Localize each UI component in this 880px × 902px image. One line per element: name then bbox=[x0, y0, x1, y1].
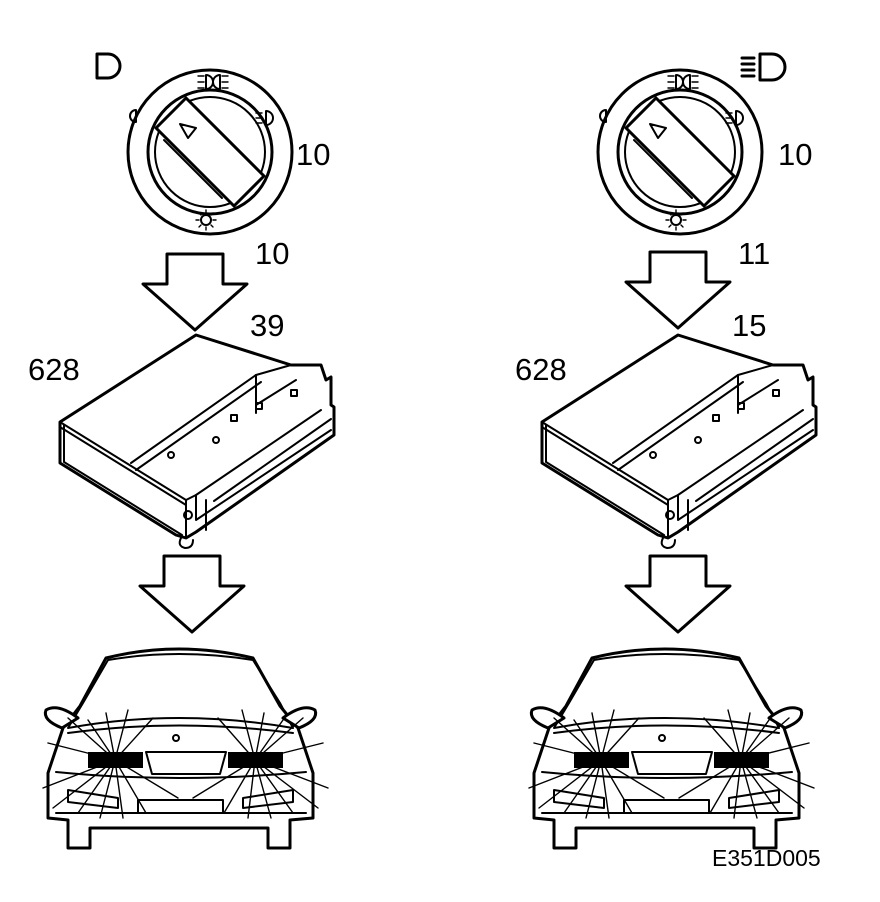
figure-code: E351D005 bbox=[712, 845, 821, 871]
left-arrow-module-to-car bbox=[138, 554, 246, 634]
left-arrow-switch-to-module bbox=[141, 252, 249, 332]
left-light-switch bbox=[126, 68, 294, 236]
right-control-module bbox=[540, 333, 818, 550]
right-light-switch bbox=[596, 68, 764, 236]
right-wire-label: 11 bbox=[738, 236, 770, 271]
right-car-front bbox=[529, 647, 804, 850]
right-module-label: 628 bbox=[515, 352, 567, 387]
left-mode-icon bbox=[95, 52, 122, 80]
right-arrow-module-to-car bbox=[624, 554, 732, 634]
right-switch-label: 10 bbox=[778, 137, 812, 172]
right-module-pin-label: 15 bbox=[732, 308, 766, 343]
left-module-label: 628 bbox=[28, 352, 80, 387]
left-wire-label: 10 bbox=[255, 236, 289, 271]
left-control-module bbox=[58, 333, 336, 550]
left-switch-label: 10 bbox=[296, 137, 330, 172]
left-car-front bbox=[43, 647, 318, 850]
right-arrow-switch-to-module bbox=[624, 250, 732, 330]
left-module-pin-label: 39 bbox=[250, 308, 284, 343]
right-mode-icon bbox=[740, 52, 787, 82]
